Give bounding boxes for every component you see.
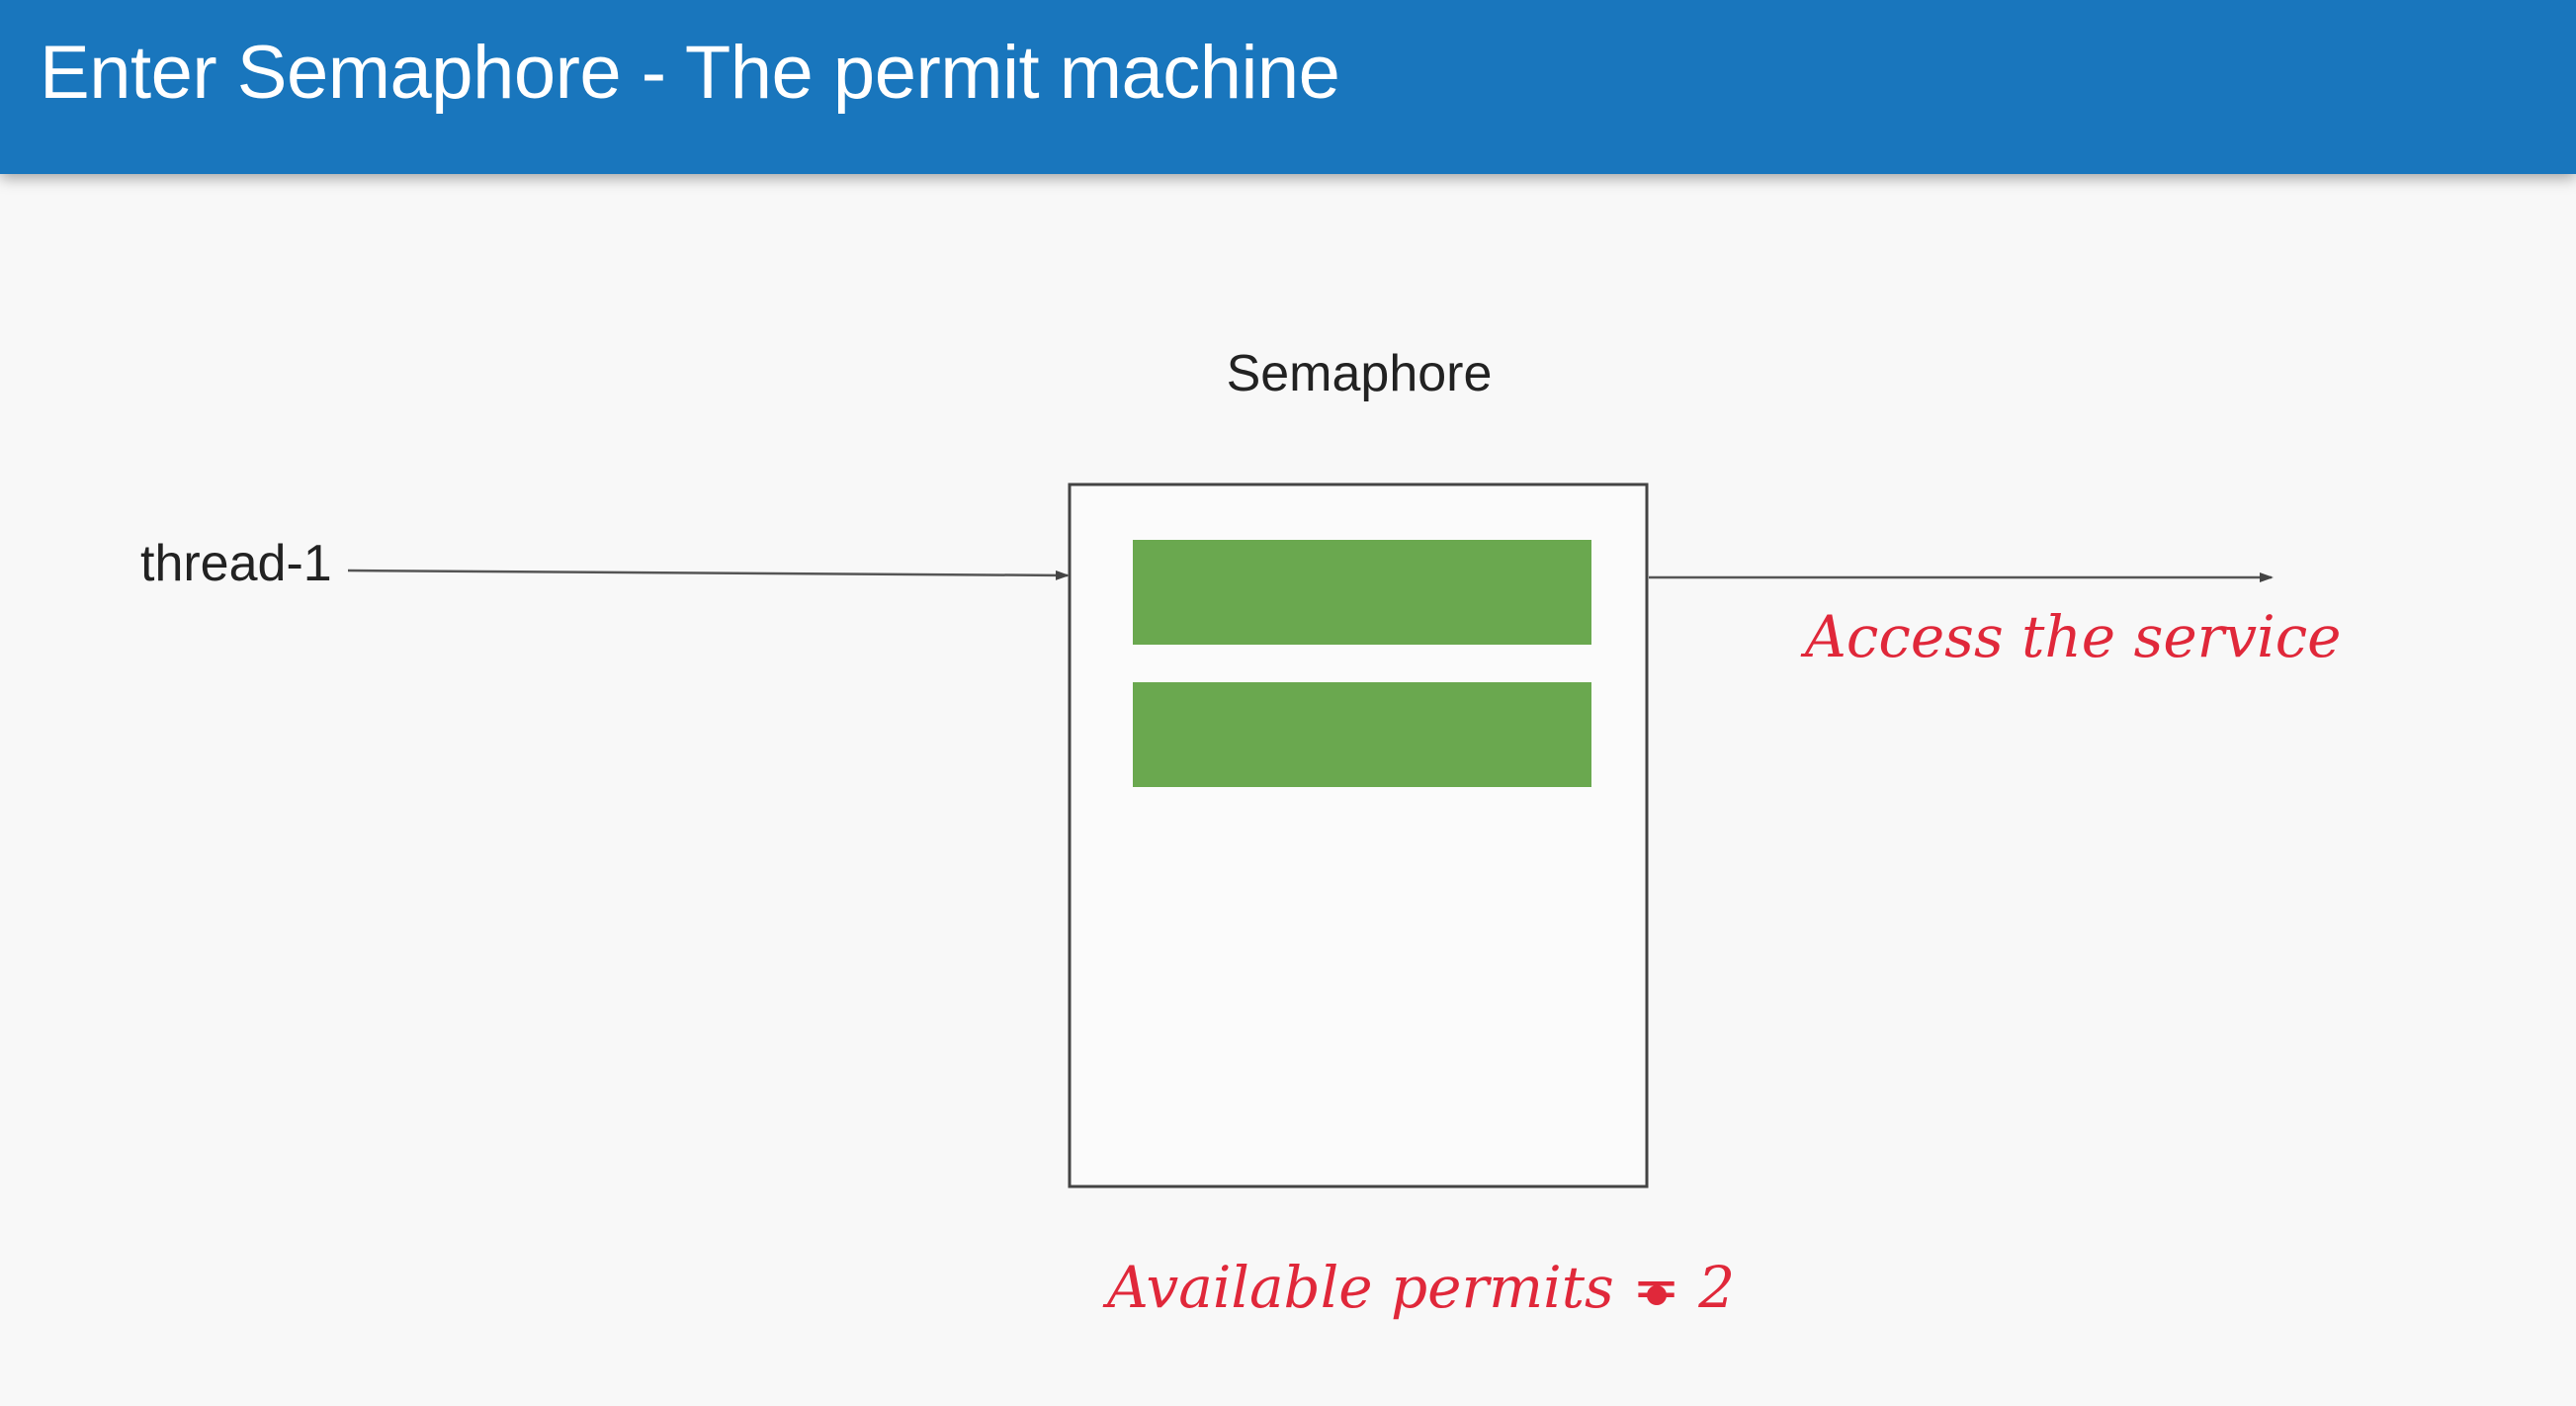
permit-bar-2 xyxy=(1133,682,1591,787)
semaphore-label: Semaphore xyxy=(1226,345,1493,402)
available-permits-annotation: Available permits = 2 xyxy=(1107,1254,1736,1321)
slide-title: Enter Semaphore - The permit machine xyxy=(40,31,1340,115)
permit-bar-1 xyxy=(1133,540,1591,645)
access-service-annotation: Access the service xyxy=(1805,603,2342,670)
pointer-dot xyxy=(1647,1285,1667,1305)
incoming-arrow xyxy=(347,569,1070,580)
title-bar: Enter Semaphore - The permit machine xyxy=(0,0,2576,174)
thread-label: thread-1 xyxy=(140,535,332,592)
